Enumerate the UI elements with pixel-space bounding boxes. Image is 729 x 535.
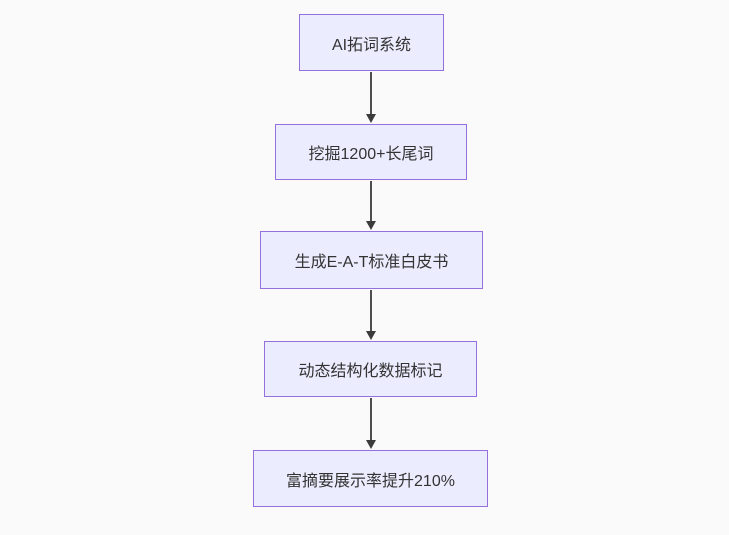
- flow-node-mine-longtail-keywords: 挖掘1200+长尾词: [275, 124, 467, 180]
- arrowhead-icon: [366, 221, 376, 230]
- arrowhead-icon: [366, 440, 376, 449]
- edge-n1-n2: [366, 72, 376, 123]
- edge-n3-n4: [366, 290, 376, 340]
- flow-node-generate-eat-whitepaper: 生成E-A-T标准白皮书: [260, 231, 483, 289]
- edge-n2-n3: [366, 181, 376, 230]
- arrowhead-icon: [366, 331, 376, 340]
- flow-node-ai-word-expansion-system: AI拓词系统: [299, 14, 444, 71]
- flow-node-rich-snippet-rate-increase: 富摘要展示率提升210%: [253, 450, 488, 507]
- flow-node-dynamic-structured-data-markup: 动态结构化数据标记: [264, 341, 477, 397]
- edge-n4-n5: [366, 398, 376, 449]
- arrowhead-icon: [366, 114, 376, 123]
